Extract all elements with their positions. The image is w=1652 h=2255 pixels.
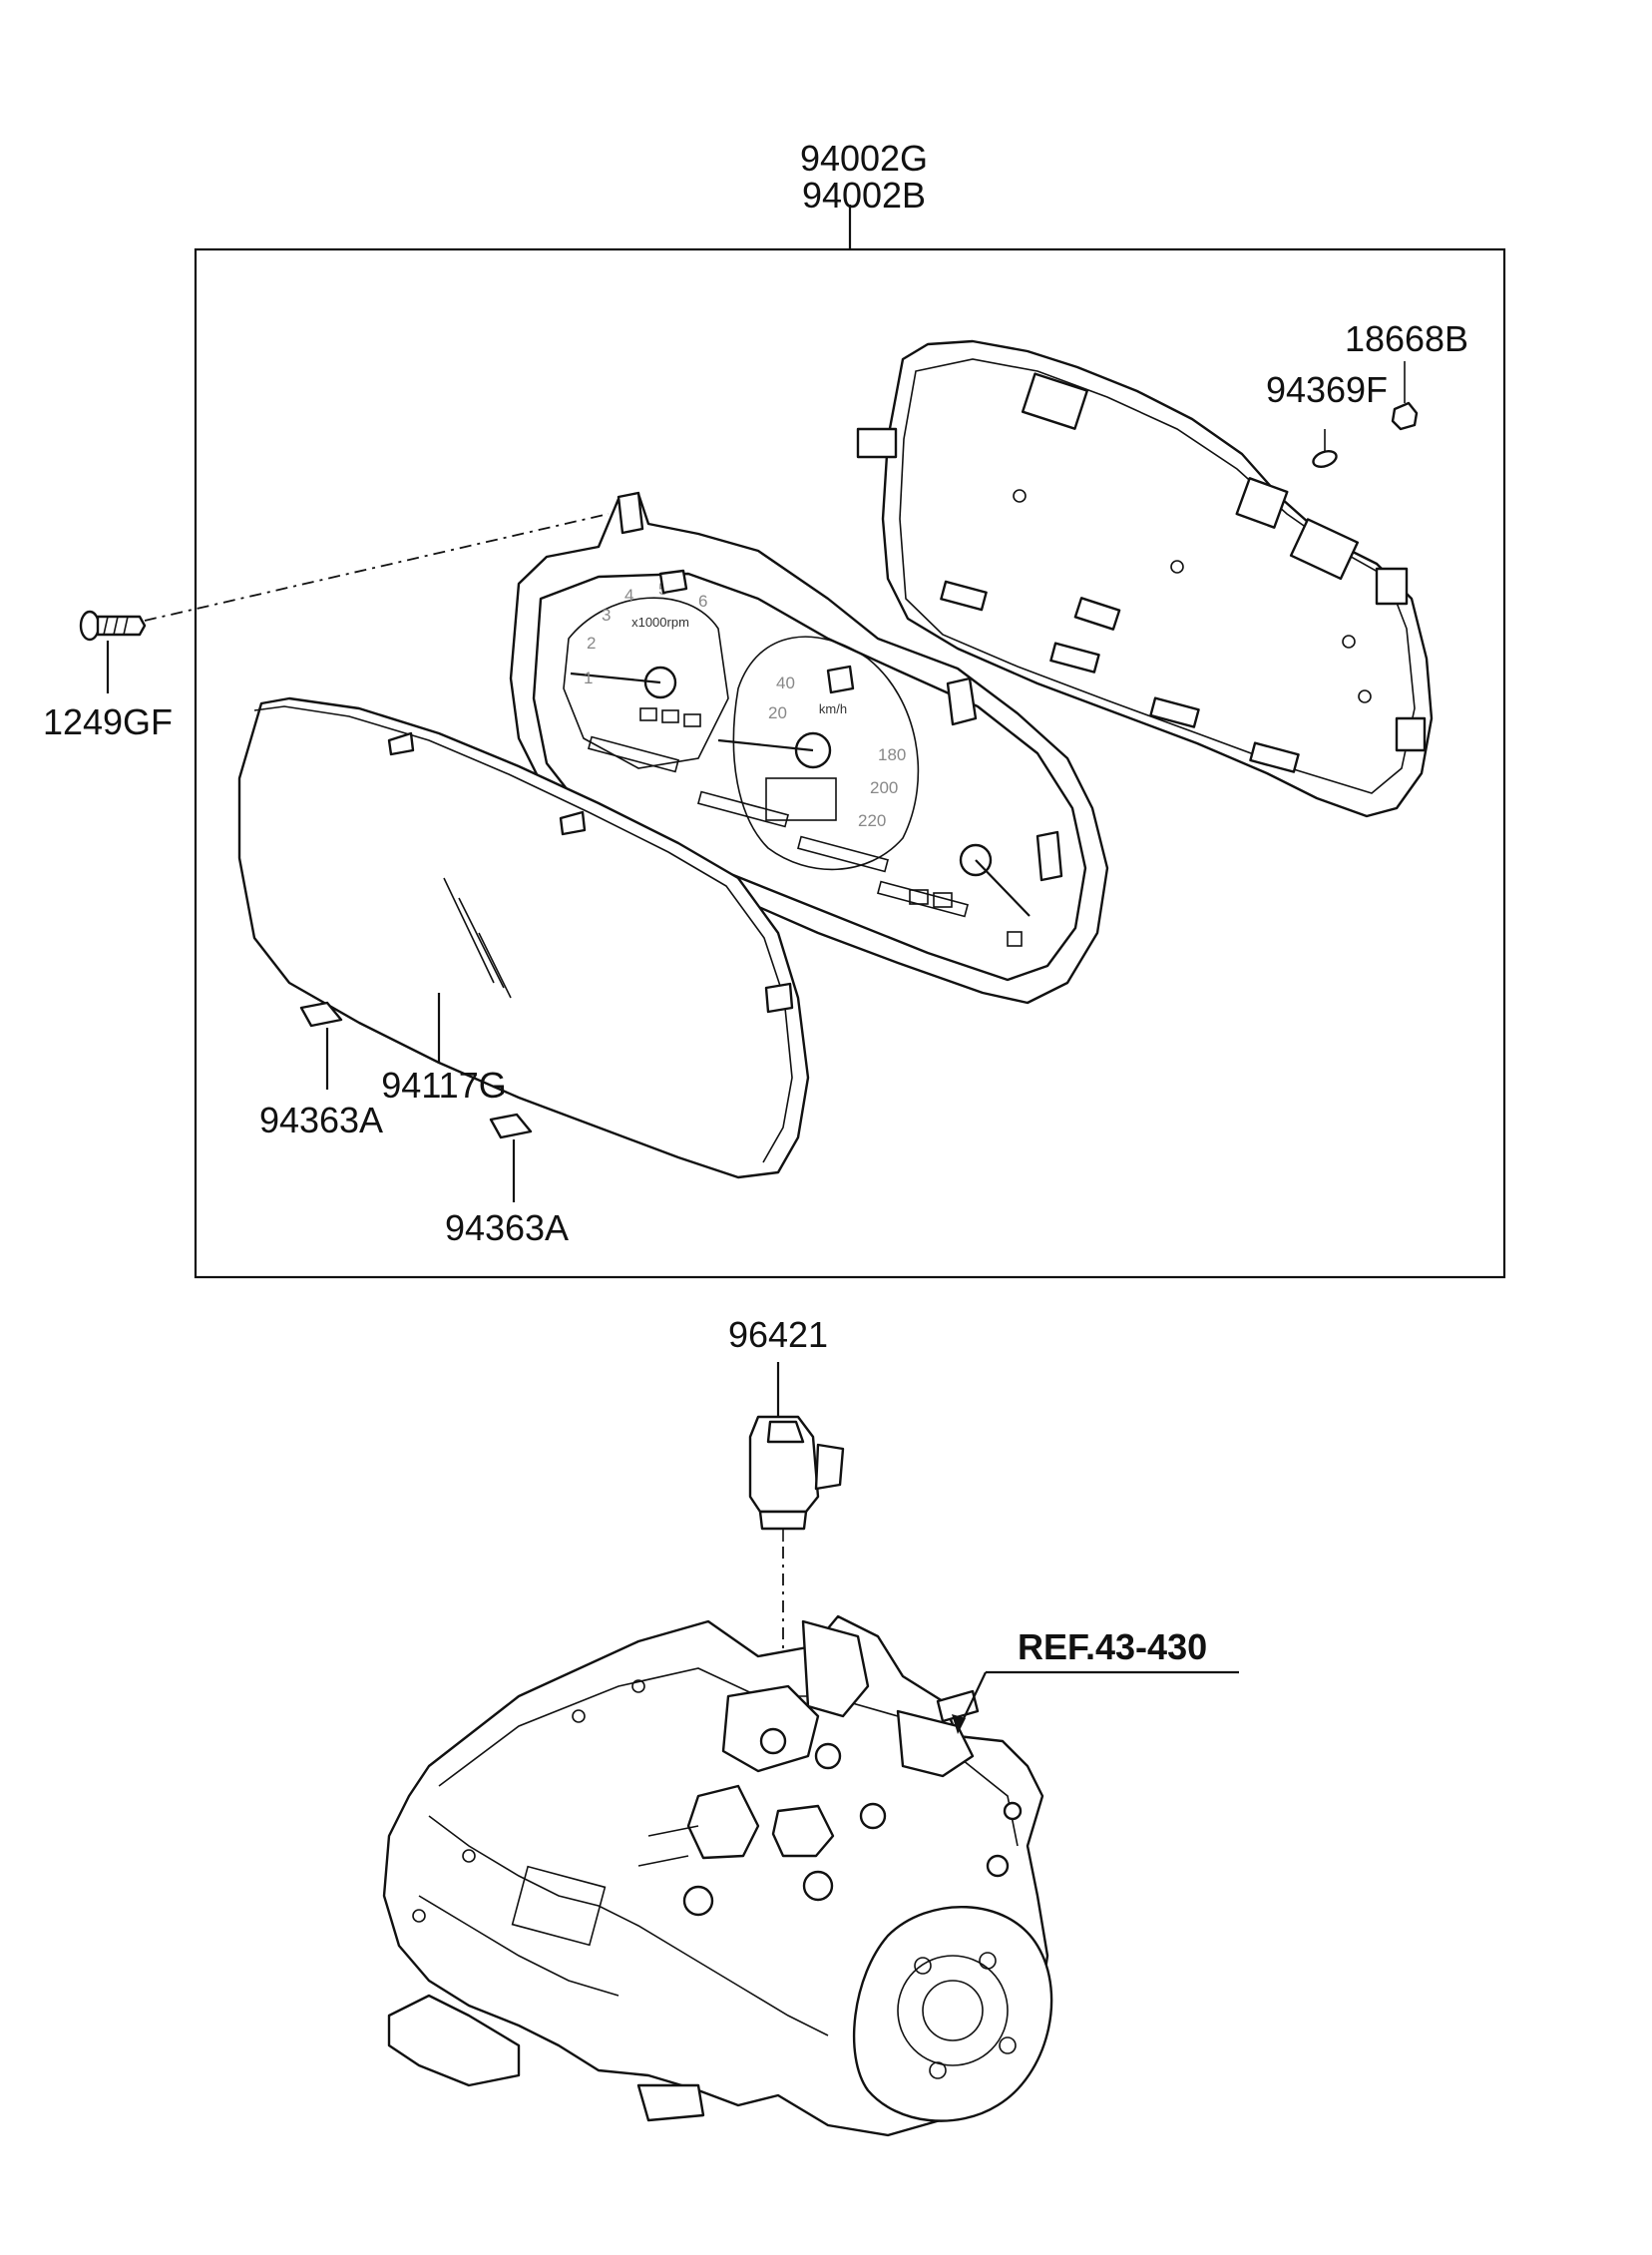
tach-num-3: 3 bbox=[602, 606, 611, 625]
callout-94363A-2: 94363A bbox=[445, 1207, 569, 1248]
label-part-b bbox=[489, 1113, 533, 1139]
speedo-num-220: 220 bbox=[858, 811, 886, 830]
tach-unit-text: x1000rpm bbox=[631, 615, 689, 630]
callout-94002B: 94002B bbox=[802, 175, 926, 216]
tach-num-4: 4 bbox=[624, 586, 633, 605]
gauge-cluster: x1000rpm 1 2 3 4 5 6 km/h 20 40 180 200 … bbox=[509, 491, 1109, 1005]
callout-1249GF: 1249GF bbox=[43, 701, 173, 742]
tach-num-1: 1 bbox=[584, 669, 593, 687]
screw-part bbox=[79, 610, 147, 642]
bulb-socket-part bbox=[1312, 429, 1338, 468]
label-part-a bbox=[299, 1001, 343, 1028]
tach-num-2: 2 bbox=[587, 634, 596, 653]
speedo-unit-text: km/h bbox=[819, 701, 847, 716]
speedo-num-200: 200 bbox=[870, 778, 898, 797]
rear-case bbox=[856, 339, 1434, 818]
ref-leader-arrow bbox=[952, 1714, 966, 1734]
lens-part bbox=[237, 696, 810, 1179]
callout-ref-43-430: REF.43-430 bbox=[1018, 1626, 1207, 1667]
speed-sensor-part bbox=[748, 1415, 845, 1542]
speedo-num-180: 180 bbox=[878, 745, 906, 764]
speedo-num-20: 20 bbox=[768, 703, 787, 722]
tach-num-6: 6 bbox=[698, 592, 707, 611]
bulb-part bbox=[1391, 361, 1419, 431]
screw-dash-line bbox=[144, 513, 610, 622]
callout-94369F: 94369F bbox=[1266, 369, 1388, 410]
callout-96421: 96421 bbox=[728, 1314, 828, 1355]
callout-94002G: 94002G bbox=[800, 138, 928, 179]
callout-18668B: 18668B bbox=[1345, 318, 1468, 359]
transaxle-part bbox=[382, 1614, 1053, 2137]
callout-94117G: 94117G bbox=[381, 1065, 506, 1106]
callout-94363A-1: 94363A bbox=[259, 1100, 383, 1140]
speedo-num-40: 40 bbox=[776, 674, 795, 692]
